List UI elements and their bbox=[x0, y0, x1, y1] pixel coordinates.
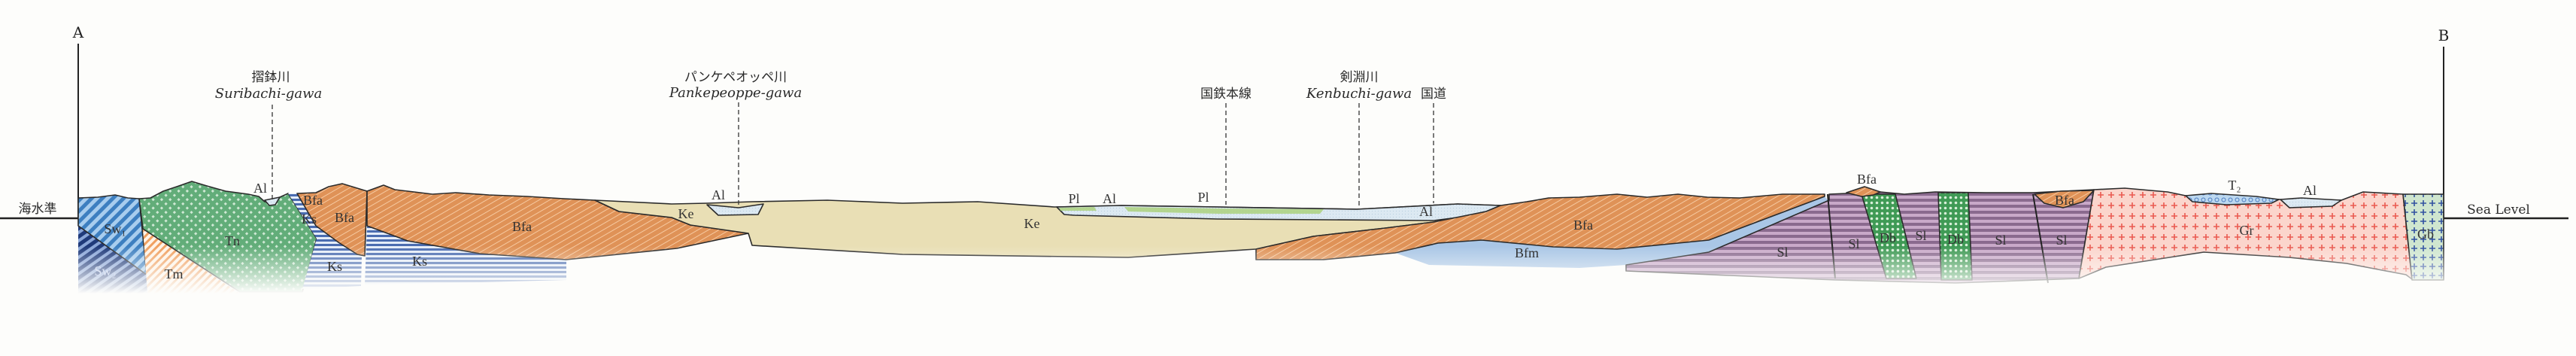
unit-label-gr: Gr bbox=[2240, 223, 2254, 238]
unit-label-ks: Ks bbox=[302, 211, 317, 227]
unit-label-db: Db bbox=[1880, 230, 1896, 245]
unit-label-sl: Sl bbox=[1995, 233, 2006, 248]
unit-label-ke: Ke bbox=[678, 206, 694, 221]
unit-label-sl: Sl bbox=[1848, 236, 1859, 251]
unit-label-al: Al bbox=[712, 187, 725, 202]
unit-label-bfa: Bfa bbox=[512, 219, 532, 234]
section-end-label-a: A bbox=[72, 23, 84, 41]
unit-label-bfa: Bfa bbox=[303, 193, 323, 208]
unit-label-tn: Tn bbox=[225, 233, 240, 248]
unit-label-pl: Pl bbox=[1197, 190, 1209, 205]
place-label-railway: 国鉄本線 bbox=[1200, 87, 1252, 102]
section-end-label-b: B bbox=[2438, 26, 2450, 44]
unit-label-sw2: Sw₂ bbox=[94, 263, 116, 278]
unit-label-al: Al bbox=[1103, 191, 1116, 206]
unit-label-bfa: Bfa bbox=[1573, 218, 1593, 233]
unit-label-pl: Pl bbox=[1068, 191, 1079, 206]
unit-label-ks: Ks bbox=[412, 254, 427, 269]
unit-label-db: Db bbox=[1947, 232, 1964, 247]
place-label-pankepeoppe-ja: パンケペオッペ川 bbox=[684, 70, 787, 85]
unit-label-sl: Sl bbox=[2056, 233, 2067, 248]
unit-label-bfm: Bfm bbox=[1515, 245, 1539, 260]
place-label-highway: 国道 bbox=[1421, 87, 1446, 102]
unit-label-sl: Sl bbox=[1776, 245, 1788, 260]
unit-label-ke: Ke bbox=[1024, 216, 1040, 231]
depth-fade bbox=[75, 188, 2452, 294]
unit-label-t2: T₂ bbox=[2228, 178, 2241, 193]
place-label-suribachi-en: Suribachi-gawa bbox=[215, 86, 322, 102]
unit-label-tm: Tm bbox=[165, 266, 184, 281]
unit-label-ks: Ks bbox=[327, 259, 342, 274]
unit-label-bfa: Bfa bbox=[1857, 172, 1877, 187]
unit-label-al: Al bbox=[253, 181, 267, 196]
place-label-kenbuchi-ja: 剣淵川 bbox=[1340, 70, 1379, 85]
unit-label-sw1: Sw₁ bbox=[104, 221, 126, 236]
sea-level-label-en: Sea Level bbox=[2467, 202, 2530, 218]
unit-label-bfa: Bfa bbox=[2055, 193, 2074, 208]
sea-level-label-ja: 海水準 bbox=[19, 202, 57, 217]
place-label-kenbuchi-en: Kenbuchi-gawa bbox=[1306, 86, 1412, 102]
place-label-suribachi-ja: 摺鉢川 bbox=[252, 70, 290, 85]
unit-label-bfa: Bfa bbox=[335, 210, 354, 225]
place-label-pankepeoppe-en: Pankepeoppe-gawa bbox=[669, 85, 802, 101]
unit-label-al: Al bbox=[1419, 204, 1433, 219]
unit-label-al: Al bbox=[2303, 183, 2317, 198]
unit-label-sl: Sl bbox=[1915, 228, 1926, 243]
unit-label-gb: Gb bbox=[2417, 227, 2434, 242]
